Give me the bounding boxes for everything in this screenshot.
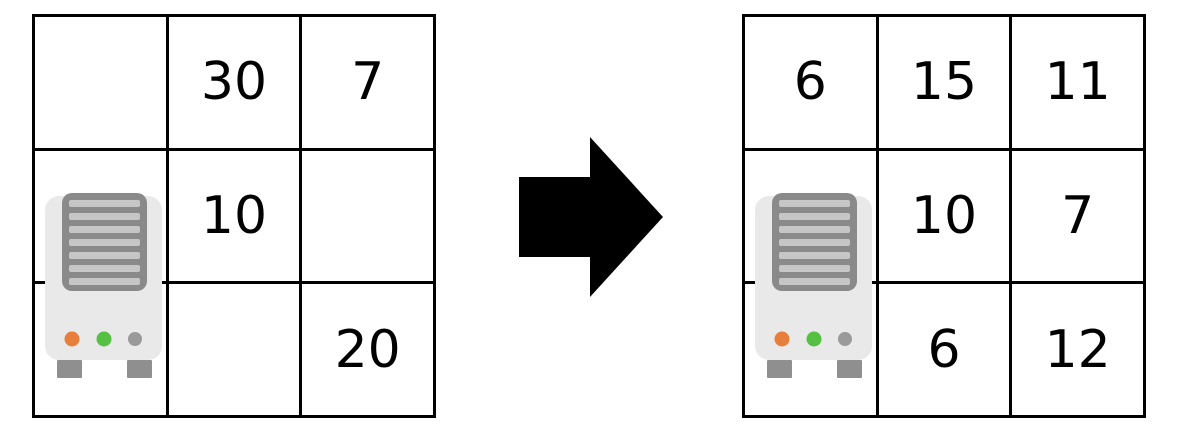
left-grid-cell-r1c1 xyxy=(35,17,166,148)
left-grid-cell-r2c2: 10 xyxy=(168,150,300,282)
server-grill-stripes xyxy=(779,200,850,285)
right-arrow-icon xyxy=(519,137,663,297)
right-grid-cell-r3c2: 6 xyxy=(878,284,1010,415)
server-icon xyxy=(755,193,872,378)
right-grid-cell-r1c3: 11 xyxy=(1012,17,1143,148)
status-dot-green xyxy=(806,331,822,347)
right-grid-cell-r2c3: 7 xyxy=(1012,150,1143,282)
left-grid: 30 7 10 20 xyxy=(32,14,436,418)
right-grid: 6 15 11 10 7 6 12 xyxy=(742,14,1146,418)
right-grid-cell-r1c2: 15 xyxy=(878,17,1010,148)
right-grid-cell-r3c3: 12 xyxy=(1012,284,1143,415)
status-dot-gray xyxy=(838,332,852,346)
left-grid-cell-r3c2 xyxy=(168,284,300,415)
server-icon xyxy=(45,193,162,378)
right-grid-cell-r1c1: 6 xyxy=(745,17,876,148)
right-grid-cell-r2c2: 10 xyxy=(878,150,1010,282)
left-grid-cell-r3c3: 20 xyxy=(302,284,433,415)
left-grid-cell-r2c3 xyxy=(302,150,433,282)
status-dot-orange xyxy=(774,331,790,347)
server-grill-stripes xyxy=(69,200,140,285)
status-dot-gray xyxy=(128,332,142,346)
status-dot-orange xyxy=(64,331,80,347)
status-dot-green xyxy=(96,331,112,347)
left-grid-cell-r1c2: 30 xyxy=(168,17,300,148)
left-grid-cell-r1c3: 7 xyxy=(302,17,433,148)
